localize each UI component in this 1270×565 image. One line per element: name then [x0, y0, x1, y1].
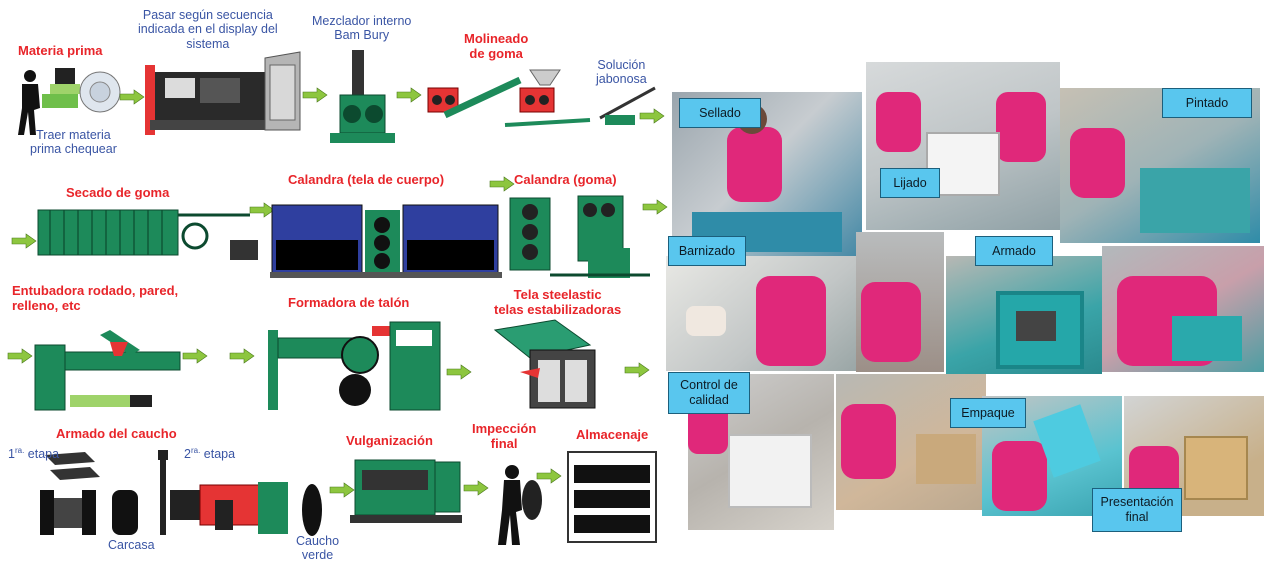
label-molineado: Molineado de goma: [464, 31, 529, 61]
photo-armado-2: [1102, 246, 1264, 372]
label-vulganizacion: Vulganización: [346, 433, 433, 448]
flow-arrow-2: [302, 87, 328, 103]
tag-sellado: Sellado: [679, 98, 761, 128]
flow-arrow-5: [11, 233, 37, 249]
worker-figure-icon: [18, 68, 121, 135]
label-solucion: Solución jabonosa: [596, 58, 647, 87]
flow-arrow-4: [639, 108, 665, 124]
label-almacenaje: Almacenaje: [576, 427, 649, 442]
flow-arrow-10: [182, 348, 208, 364]
rubber-mill-machine: [427, 69, 656, 127]
label-secado: Secado de goma: [66, 185, 170, 200]
tag-presentacion-final: Presentación final: [1092, 488, 1182, 532]
label-etapa-1: 1ra. etapa: [8, 446, 60, 462]
storage-rack: [567, 451, 657, 543]
vulcanization-press: [350, 459, 462, 523]
flow-arrow-1: [119, 89, 145, 105]
flow-arrow-15: [463, 480, 489, 496]
photo-control-calidad: [688, 374, 834, 530]
label-carcasa: Carcasa: [108, 538, 155, 552]
tag-barnizado: Barnizado: [668, 236, 746, 266]
tag-armado: Armado: [975, 236, 1053, 266]
photo-empaque: [836, 374, 986, 510]
flow-arrow-12: [446, 364, 472, 380]
steelastic-machine: [493, 319, 596, 409]
label-calandra-goma: Calandra (goma): [514, 172, 617, 187]
label-caucho-verde: Caucho verde: [296, 534, 340, 563]
label-formadora: Formadora de talón: [288, 295, 410, 310]
flow-arrow-8: [642, 199, 668, 215]
label-materia-prima: Materia prima: [18, 43, 103, 58]
flow-arrow-14: [329, 482, 355, 498]
green-tire-icon: [302, 484, 322, 536]
label-entubadora: Entubadora rodado, pared, relleno, etc: [12, 283, 179, 313]
label-impeccion: Impección final: [472, 421, 537, 451]
control-display-machine: [145, 51, 301, 135]
flow-arrow-11: [229, 348, 255, 364]
tag-empaque: Empaque: [950, 398, 1026, 428]
photo-barnizado-2: [856, 232, 944, 372]
flow-arrow-7: [489, 176, 515, 192]
flow-arrow-9: [7, 348, 33, 364]
photo-armado: [946, 256, 1102, 374]
bead-former-machine: [268, 321, 441, 411]
label-armado-caucho: Armado del caucho: [56, 426, 177, 441]
label-traer-materia: Traer materia prima chequear: [30, 128, 117, 157]
tag-lijado: Lijado: [880, 168, 940, 198]
label-etapa-2: 2ra. etapa: [184, 446, 236, 462]
flow-arrow-16: [536, 468, 562, 484]
tire-build-stage1: [40, 452, 138, 535]
label-mezclador: Mezclador interno Bam Bury: [312, 14, 412, 43]
tag-pintado: Pintado: [1162, 88, 1252, 118]
flow-arrow-3: [396, 87, 422, 103]
label-tela-steelastic: Tela steelastic telas estabilizadoras: [494, 287, 622, 317]
photo-barnizado: [666, 256, 856, 371]
label-calandra-tela: Calandra (tela de cuerpo): [288, 172, 445, 187]
inspection-worker-icon: [498, 465, 542, 545]
extruder-machine: [34, 330, 181, 411]
label-pasar-secuencia: Pasar según secuencia indicada en el dis…: [138, 8, 278, 51]
rubber-calender: [509, 195, 650, 278]
banbury-mixer-machine: [330, 50, 395, 143]
body-fabric-calender: [270, 204, 502, 278]
photo-lijado: [866, 62, 1060, 230]
rubber-dryer-machine: [37, 209, 258, 260]
tire-build-stage2: [158, 450, 288, 535]
flow-arrow-13: [624, 362, 650, 378]
flow-arrow-6: [249, 202, 275, 218]
tag-control-calidad: Control de calidad: [668, 372, 750, 414]
